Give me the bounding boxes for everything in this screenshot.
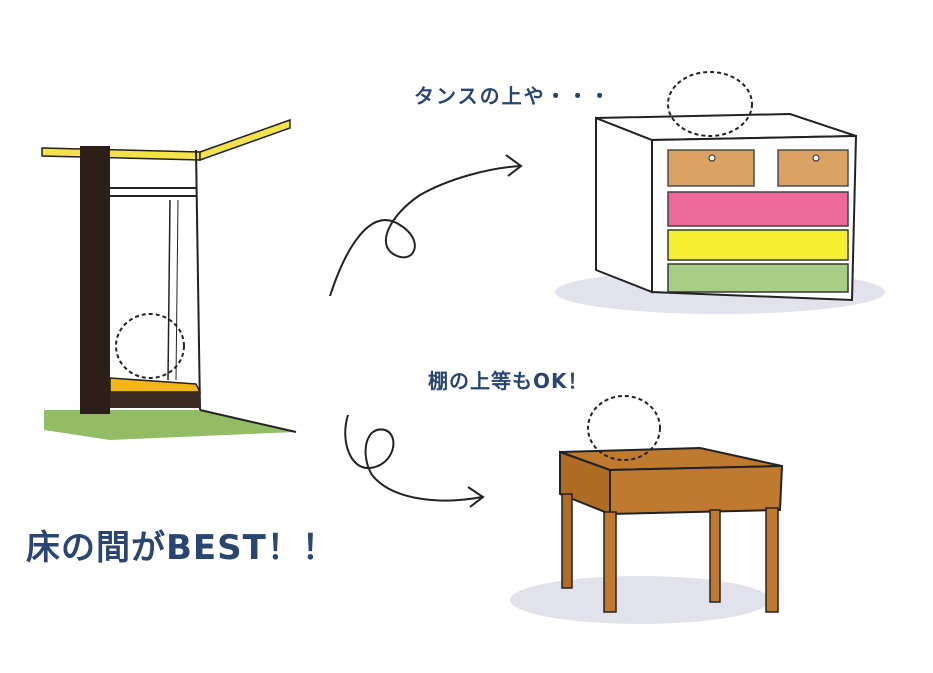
arrow-to-dresser <box>329 154 523 297</box>
main-caption: 床の間がBEST！！ <box>26 528 337 568</box>
arrow-to-shelf <box>344 414 485 508</box>
shelf-table <box>510 395 784 624</box>
dark-pillar <box>80 146 110 414</box>
placement-circle <box>667 71 753 137</box>
dresser <box>555 71 885 314</box>
top-beam <box>41 147 201 161</box>
floor-green <box>44 410 296 440</box>
shelf-caption: 棚の上等もOK！ <box>428 369 589 393</box>
tokonoma-floor <box>109 377 202 393</box>
dresser-caption: タンスの上や・・・ <box>414 84 612 108</box>
tokonoma-alcove <box>41 118 297 440</box>
placement-circle <box>115 313 185 379</box>
side-beam <box>199 118 291 162</box>
placement-circle <box>587 395 661 461</box>
